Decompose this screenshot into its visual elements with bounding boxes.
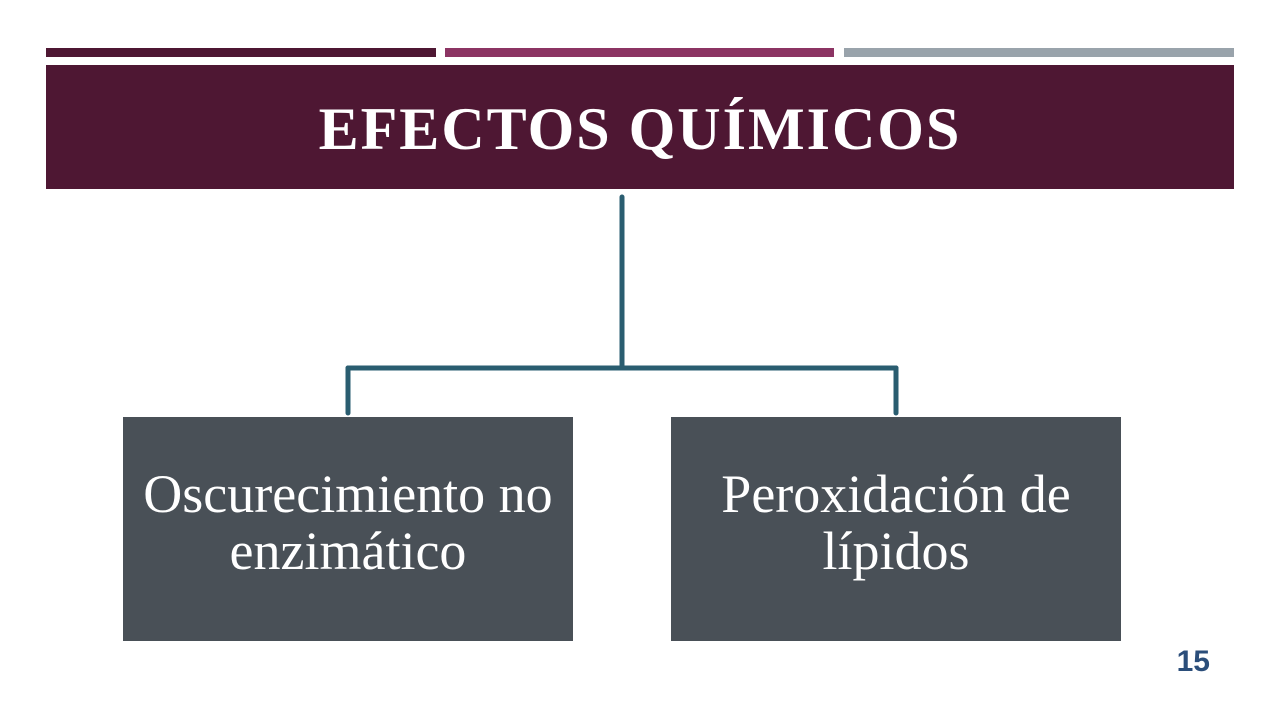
diagram-node-peroxidacion: Peroxidación de lípidos (671, 417, 1121, 641)
accent-bar-magenta (445, 48, 834, 57)
node-label: Peroxidación de lípidos (721, 463, 1071, 581)
accent-bar-dark (46, 48, 436, 57)
diagram-node-oscurecimiento: Oscurecimiento no enzimático (123, 417, 573, 641)
page-number: 15 (1176, 645, 1210, 678)
accent-bar-gray (844, 48, 1234, 57)
slide-title: EFECTOS QUÍMICOS (318, 96, 962, 162)
title-banner: EFECTOS QUÍMICOS (46, 65, 1234, 189)
node-label: Oscurecimiento no enzimático (143, 463, 553, 581)
